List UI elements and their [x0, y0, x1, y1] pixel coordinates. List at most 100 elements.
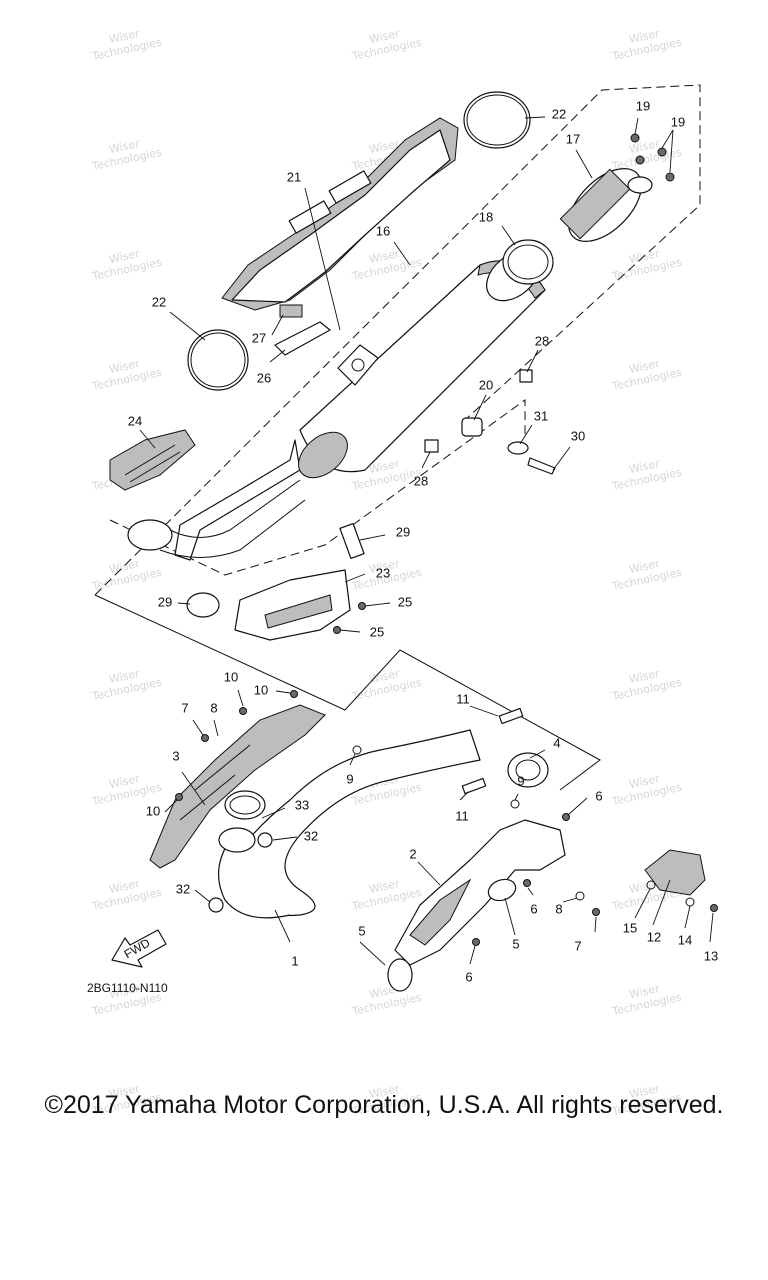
callout: 5 [512, 936, 519, 951]
watermark-text: Wiser [628, 357, 661, 376]
watermark-text: Wiser [628, 772, 661, 791]
callout: 21 [287, 169, 301, 184]
watermark-text: Wiser [368, 137, 401, 156]
gasket-33-inner [229, 795, 261, 815]
callout: 3 [172, 748, 179, 763]
callout: 10 [254, 682, 268, 697]
callout: 8 [210, 700, 217, 715]
gasket-4 [507, 752, 549, 788]
callout: 11 [455, 808, 469, 823]
watermark-text: Wiser [108, 667, 141, 686]
callout: 26 [257, 370, 271, 385]
callout: 10 [146, 803, 160, 818]
bracket-damper-20 [337, 344, 556, 475]
band-22-left [187, 329, 249, 391]
watermark-text: Wiser [628, 1082, 661, 1101]
callout: 14 [678, 932, 692, 947]
callout: 19 [671, 114, 685, 129]
copyright-notice: ©2017 Yamaha Motor Corporation, U.S.A. A… [44, 1091, 724, 1119]
band-22-left-inner [190, 332, 246, 388]
fwd-arrow: FWD [111, 929, 167, 968]
callout: 6 [530, 901, 537, 916]
callout: 11 [456, 691, 470, 706]
watermark-text: Wiser [108, 27, 141, 46]
exhaust-pipe-1 [217, 729, 481, 919]
callout: 25 [398, 594, 412, 609]
callout: 28 [535, 333, 549, 348]
end-cap-17 [559, 167, 653, 243]
spring-11-bottom [461, 777, 487, 795]
gasket-18-inner [507, 244, 549, 280]
callout: 29 [158, 594, 172, 609]
watermark-text: Wiser [628, 982, 661, 1001]
callout: 4 [553, 735, 560, 750]
callout: 7 [574, 938, 581, 953]
callout: 28 [414, 473, 428, 488]
callout: 1 [291, 953, 298, 968]
watermark-text: Wiser [368, 877, 401, 896]
spring-11-top [498, 707, 524, 725]
watermark-text: Wiser [108, 982, 141, 1001]
watermark-text: Wiser [368, 247, 401, 266]
watermark-text: Wiser [628, 27, 661, 46]
callout: 6 [465, 969, 472, 984]
watermark-text: Wiser [108, 772, 141, 791]
band-22-top [463, 91, 531, 149]
callout: 2 [409, 846, 416, 861]
watermark-text: Wiser [368, 457, 401, 476]
callout: 15 [623, 920, 637, 935]
callout: 33 [295, 797, 309, 812]
callout: 22 [152, 294, 166, 309]
diagram-code: 2BG1110-N110 [87, 981, 168, 995]
callout: 8 [555, 901, 562, 916]
callout: 6 [595, 788, 602, 803]
nut-32-b [208, 897, 224, 913]
callout: 24 [128, 413, 142, 428]
damper-27 [279, 304, 303, 318]
callout: 29 [396, 524, 410, 539]
bracket-26 [274, 321, 331, 356]
callout: 5 [358, 923, 365, 938]
clamp-29 [186, 592, 220, 618]
watermark-text: Wiser [108, 1082, 141, 1101]
watermark-text: Wiser [108, 357, 141, 376]
callout: 32 [304, 828, 318, 843]
gasket-4-inner [515, 759, 541, 781]
muffler-2 [387, 819, 566, 992]
callout: 20 [479, 377, 493, 392]
watermark-text: Wiser [108, 247, 141, 266]
callout: 10 [224, 669, 238, 684]
joint-pipe [127, 479, 306, 558]
callout: 7 [181, 700, 188, 715]
protector-12 [644, 849, 706, 896]
watermark-text: Wiser [368, 1082, 401, 1101]
callout: 27 [252, 330, 266, 345]
gasket-18 [502, 239, 554, 285]
callout: 19 [636, 98, 650, 113]
heat-protector-3 [149, 704, 326, 869]
protector-24 [109, 429, 196, 491]
callout: 16 [376, 223, 390, 238]
callout: 12 [647, 929, 661, 944]
heat-protector-21 [221, 117, 459, 311]
watermark-text: Wiser [368, 557, 401, 576]
watermark-text: Wiser [628, 557, 661, 576]
watermark-text: Wiser [108, 557, 141, 576]
callout: 32 [176, 881, 190, 896]
callout: 18 [479, 209, 493, 224]
nut-32-a [257, 832, 273, 848]
leader-lines [139, 116, 714, 966]
gasket-33 [224, 790, 266, 820]
callout: 9 [517, 773, 524, 788]
watermark-text: Wiser [108, 137, 141, 156]
watermark-text: Wiser [368, 27, 401, 46]
pipe-29 [339, 522, 365, 560]
watermark-text: Wiser [628, 247, 661, 266]
callout: 9 [346, 771, 353, 786]
bolts-19 [630, 133, 675, 182]
watermark-text: Wiser [108, 877, 141, 896]
callout: 13 [704, 948, 718, 963]
callout-labels: 1 2 3 4 5 5 6 6 6 7 7 8 8 9 9 10 10 10 1… [128, 98, 718, 984]
callout: 30 [571, 428, 585, 443]
